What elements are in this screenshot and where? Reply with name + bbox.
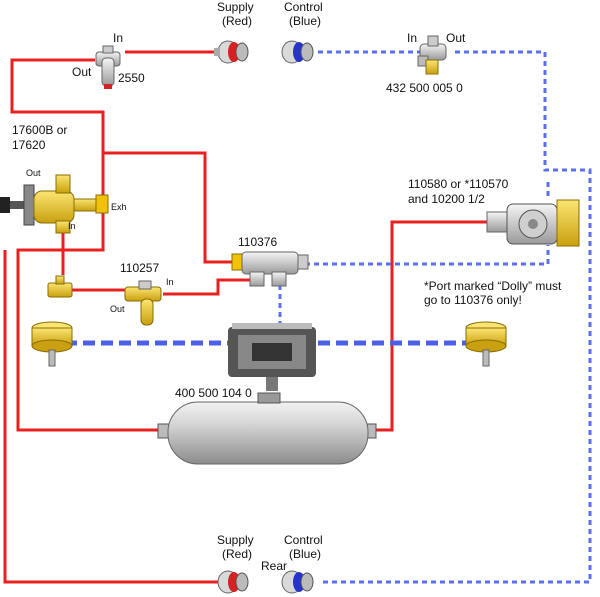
- label-part-110257: 110257: [120, 261, 159, 275]
- label-part-110376: 110376: [238, 235, 277, 249]
- label-rear: Rear: [261, 559, 287, 573]
- relay-valve-110580-icon: [486, 199, 580, 247]
- label-park-exh: Exh: [111, 202, 127, 212]
- control-line-valve-out: [320, 50, 592, 584]
- park-control-valve-icon[interactable]: [0, 174, 109, 234]
- label-110257-in: In: [166, 277, 174, 287]
- label-part-432: 432 500 005 0: [386, 81, 463, 95]
- label-park-out: Out: [26, 168, 41, 178]
- air-tank-icon: [157, 392, 377, 465]
- supply-lines: [3, 50, 490, 584]
- label-park-in: In: [68, 221, 76, 231]
- gladhand-supply-top[interactable]: [214, 40, 249, 64]
- label-part-400: 400 500 104 0: [175, 386, 252, 400]
- control-line-110376: [305, 245, 550, 266]
- label-control-top: Control (Blue): [284, 0, 326, 28]
- supply-line-relay-tank: [375, 220, 490, 432]
- valve-110376-icon: [231, 251, 309, 287]
- gladhand-supply-rear[interactable]: [217, 570, 249, 594]
- valve-432-icon: [417, 35, 447, 75]
- label-110257-out: Out: [110, 304, 125, 314]
- label-part-17600: 17600B or 17620: [12, 123, 71, 152]
- label-supply-rear: Supply (Red): [217, 533, 257, 561]
- label-2550-in: In: [113, 31, 123, 45]
- gladhand-control-rear[interactable]: [281, 570, 314, 594]
- gladhand-control-top[interactable]: [281, 40, 314, 64]
- supply-line-110257-out: [163, 278, 250, 296]
- brake-chamber-left-icon: [31, 321, 73, 367]
- supply-line-park-exh: [16, 210, 160, 432]
- valve-2550-icon: [95, 45, 121, 89]
- supply-line-rear: [3, 250, 218, 584]
- label-2550-part: 2550: [118, 71, 145, 85]
- label-2550-out: Out: [72, 65, 92, 79]
- brake-chamber-right-icon: [465, 321, 507, 367]
- abs-modulator-icon: [228, 323, 316, 391]
- supply-line-to-110376: [103, 151, 232, 264]
- valve-110257-icon: [124, 280, 162, 326]
- supply-line-loop-left: [10, 58, 105, 200]
- control-lines: [65, 50, 592, 584]
- label-control-rear: Control (Blue): [284, 533, 326, 561]
- label-valve-in: In: [407, 31, 417, 45]
- label-supply-top: Supply (Red): [217, 0, 257, 28]
- label-valve-out: Out: [446, 31, 466, 45]
- label-part-110580: 110580 or *110570 and 10200 1/2: [408, 177, 512, 206]
- tee-fitting-icon: [47, 275, 73, 298]
- note-dolly-port: *Port marked “Dolly” must go to 110376 o…: [424, 279, 565, 307]
